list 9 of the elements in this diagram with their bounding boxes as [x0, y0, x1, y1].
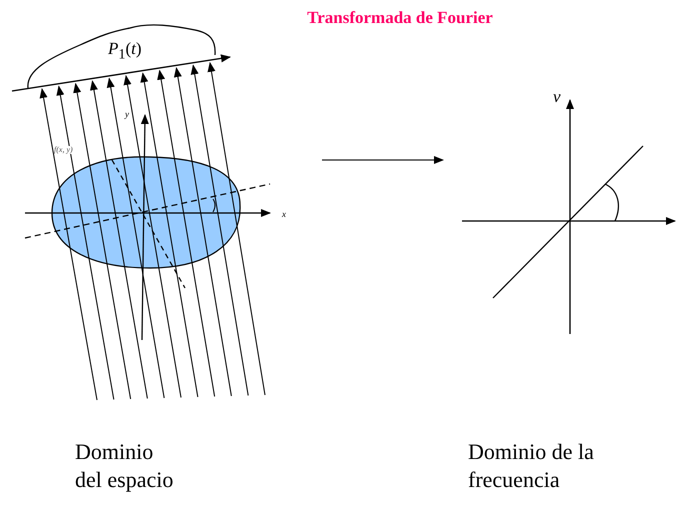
arrow — [322, 156, 444, 164]
panel-caption: Dominio del espacio — [75, 438, 174, 493]
diagram-title: Transformada de Fourier — [307, 8, 493, 27]
projection-label: P$_{1}$(t) — [108, 40, 142, 62]
axis-label: y — [125, 110, 129, 119]
function-label: f(x, y) — [54, 146, 73, 154]
axis-label: v — [553, 88, 561, 105]
axis-label: x — [282, 210, 286, 219]
panel-caption: Dominio de la frecuencia — [468, 438, 595, 493]
